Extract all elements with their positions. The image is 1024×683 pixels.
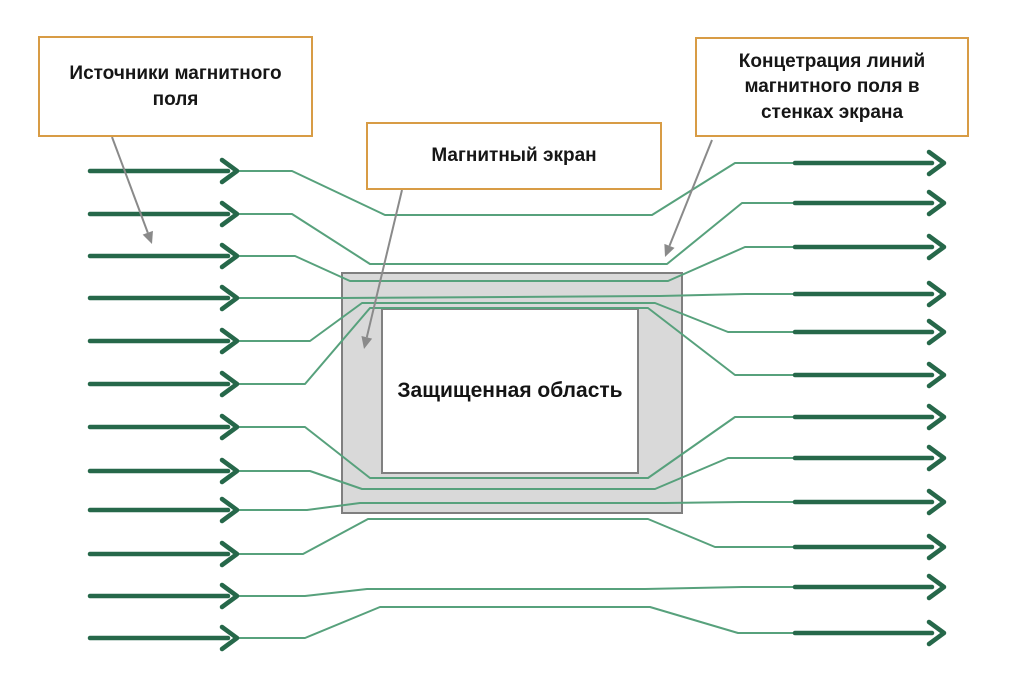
arrowhead-icon <box>926 488 947 516</box>
field-line <box>238 302 795 342</box>
field-line <box>238 202 795 265</box>
field-line <box>238 246 795 282</box>
label-concentration-text: Концетрация линий магнитного поля в стен… <box>738 51 926 123</box>
field-arrows-thick <box>87 149 947 652</box>
arrowhead-icon <box>219 413 240 441</box>
arrowhead-icon <box>926 280 947 308</box>
arrowhead-icon <box>219 624 240 652</box>
field-line <box>238 501 795 511</box>
arrowhead-icon <box>219 457 240 485</box>
arrowhead-icon <box>926 403 947 431</box>
arrowhead-icon <box>926 533 947 561</box>
field-line <box>238 162 795 216</box>
field-line <box>238 307 795 385</box>
field-line <box>238 586 795 597</box>
field-line <box>238 606 795 639</box>
protected-area-rect <box>381 308 639 474</box>
arrowhead-icon <box>219 496 240 524</box>
arrowhead-icon <box>219 200 240 228</box>
arrowhead-icon <box>926 573 947 601</box>
pointer-arrowhead-icon <box>361 336 373 349</box>
arrowhead-icon <box>926 189 947 217</box>
field-lines-thin <box>238 162 795 639</box>
arrowhead-icon <box>219 242 240 270</box>
pointer-arrowhead-icon <box>142 230 153 244</box>
field-line <box>238 518 795 555</box>
pointer-arrowhead-icon <box>664 243 675 257</box>
arrowhead-icon <box>219 284 240 312</box>
label-box-magnetic-screen: Магнитный экран <box>366 122 662 190</box>
arrowhead-icon <box>219 370 240 398</box>
label-magnetic-screen-text: Магнитный экран <box>431 145 597 167</box>
field-line <box>238 293 795 299</box>
arrowhead-icon <box>926 233 947 261</box>
pointer-line <box>365 189 403 338</box>
arrowhead-icon <box>926 318 947 346</box>
field-line <box>238 457 795 490</box>
field-line <box>238 416 795 479</box>
arrowhead-icon <box>926 444 947 472</box>
arrowhead-icon <box>926 149 947 177</box>
magnetic-screen-shape <box>341 272 683 514</box>
arrowhead-icon <box>219 540 240 568</box>
arrowhead-icon <box>219 582 240 610</box>
arrowhead-icon <box>219 327 240 355</box>
callout-pointers <box>111 136 713 349</box>
label-box-sources: Источники магнитного поля <box>38 36 313 137</box>
arrowhead-icon <box>219 157 240 185</box>
pointer-line <box>668 139 713 247</box>
pointer-line <box>111 136 149 234</box>
arrowhead-icon <box>926 361 947 389</box>
label-box-concentration: Концетрация линий магнитного поля в стен… <box>695 37 969 137</box>
arrowhead-icon <box>926 619 947 647</box>
label-sources-text: Источники магнитного поля <box>69 63 282 110</box>
